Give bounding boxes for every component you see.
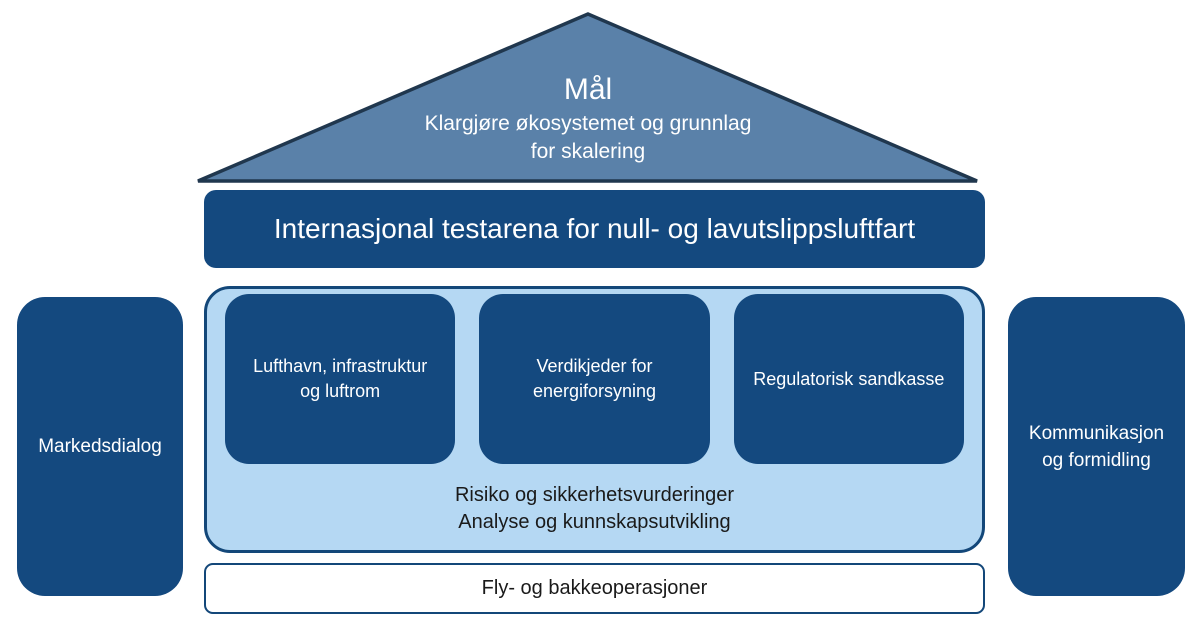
workstreams-panel: Lufthavn, infrastruktur og luftrom Verdi…	[204, 286, 985, 553]
workstream-box-verdikjeder: Verdikjeder for energiforsyning	[479, 294, 710, 464]
workstream-box-label: Lufthavn, infrastruktur og luftrom	[253, 356, 428, 401]
workstream-boxes-row: Lufthavn, infrastruktur og luftrom Verdi…	[207, 289, 982, 464]
workstream-box-label: Regulatorisk sandkasse	[753, 368, 945, 389]
roof-triangle	[197, 12, 978, 183]
pillar-kommunikasjon: Kommunikasjon og formidling	[1008, 297, 1185, 596]
base-bar-operasjoner: Fly- og bakkeoperasjoner	[204, 563, 985, 614]
pillar-markedsdialog: Markedsdialog	[17, 297, 183, 596]
workstream-box-label: Verdikjeder for energiforsyning	[532, 356, 657, 401]
banner-internasjonal-testarena: Internasjonal testarena for null- og lav…	[204, 190, 985, 268]
pillar-right-label: Kommunikasjon og formidling	[1028, 422, 1165, 471]
banner-label: Internasjonal testarena for null- og lav…	[273, 213, 916, 244]
workstream-box-regulatorisk: Regulatorisk sandkasse	[733, 294, 964, 464]
base-bar-label: Fly- og bakkeoperasjoner	[481, 577, 708, 599]
workstream-box-lufthavn: Lufthavn, infrastruktur og luftrom	[225, 294, 456, 464]
pillar-left-label: Markedsdialog	[38, 436, 162, 457]
panel-footer-text: Risiko og sikkerhetsvurderinger Analyse …	[454, 484, 734, 533]
